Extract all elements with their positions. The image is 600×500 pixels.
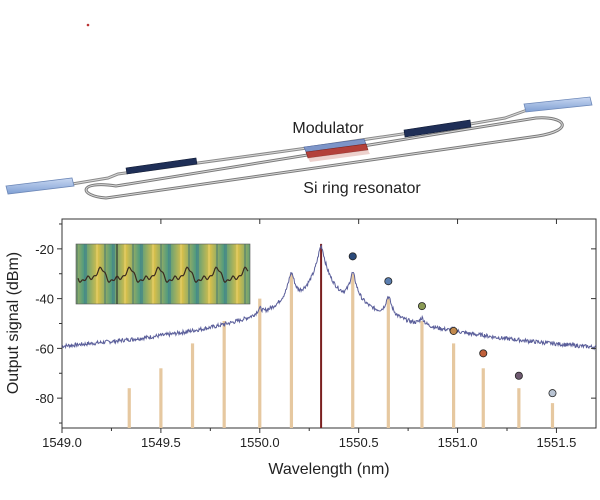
heater-electrode-right — [403, 119, 472, 138]
spectrum-trace — [61, 244, 597, 351]
ring-resonator-inner — [85, 117, 563, 199]
y-axis-ticks: -80 -60 -40 -20 — [35, 223, 596, 424]
reference-bar — [190, 343, 195, 428]
reference-bar — [517, 388, 521, 428]
sideband-marker — [449, 326, 458, 335]
y-axis-label: Output signal (dBm) — [5, 252, 22, 394]
reference-bar — [420, 321, 424, 428]
x-tick-label: 1549.0 — [42, 435, 82, 450]
sideband-marker — [514, 371, 523, 380]
reference-bars — [127, 243, 555, 428]
modulator-label: Modulator — [292, 120, 364, 137]
reference-bar — [222, 321, 226, 428]
y-tick-label: -80 — [35, 391, 54, 406]
reference-bar — [320, 243, 323, 428]
stray-dot — [86, 23, 90, 27]
sideband-markers — [348, 252, 557, 398]
reference-bar — [351, 273, 355, 428]
sideband-marker — [417, 302, 426, 311]
inset-image — [75, 243, 251, 305]
reference-bar — [550, 403, 555, 428]
inset-waveform — [77, 266, 249, 284]
sideband-marker — [479, 349, 488, 358]
x-tick-label: 1551.0 — [438, 435, 478, 450]
reference-bar — [452, 343, 456, 428]
x-tick-label: 1550.5 — [339, 435, 379, 450]
y-tick-label: -40 — [35, 292, 54, 307]
reference-bar — [127, 388, 131, 428]
resonator-label: Si ring resonator — [303, 180, 421, 197]
reference-bar — [289, 273, 294, 428]
x-tick-label: 1551.5 — [537, 435, 577, 450]
device-schematic: Modulator Si ring resonator — [5, 23, 593, 200]
sideband-marker — [384, 277, 393, 286]
x-axis-label: Wavelength (nm) — [268, 461, 389, 478]
reference-bar — [258, 298, 262, 428]
modulator-shadow — [308, 150, 370, 162]
x-axis-ticks: 1549.0 1549.5 1550.0 1550.5 1551.0 1551.5 — [42, 219, 576, 450]
reference-bar — [159, 368, 163, 428]
output-grating-coupler — [523, 96, 593, 113]
sideband-marker — [348, 252, 357, 261]
x-tick-label: 1549.5 — [141, 435, 181, 450]
input-grating-coupler — [5, 177, 75, 195]
reference-bar — [481, 368, 485, 428]
heater-electrode-left — [125, 157, 198, 175]
x-tick-label: 1550.0 — [240, 435, 280, 450]
reference-bar — [386, 298, 390, 428]
y-tick-label: -20 — [35, 242, 54, 257]
sideband-marker — [548, 389, 557, 398]
spectrum-chart: 1549.0 1549.5 1550.0 1550.5 1551.0 1551.5 -80… — [5, 218, 597, 478]
y-tick-label: -60 — [35, 341, 54, 356]
inset-temporal-waveform — [75, 243, 251, 305]
